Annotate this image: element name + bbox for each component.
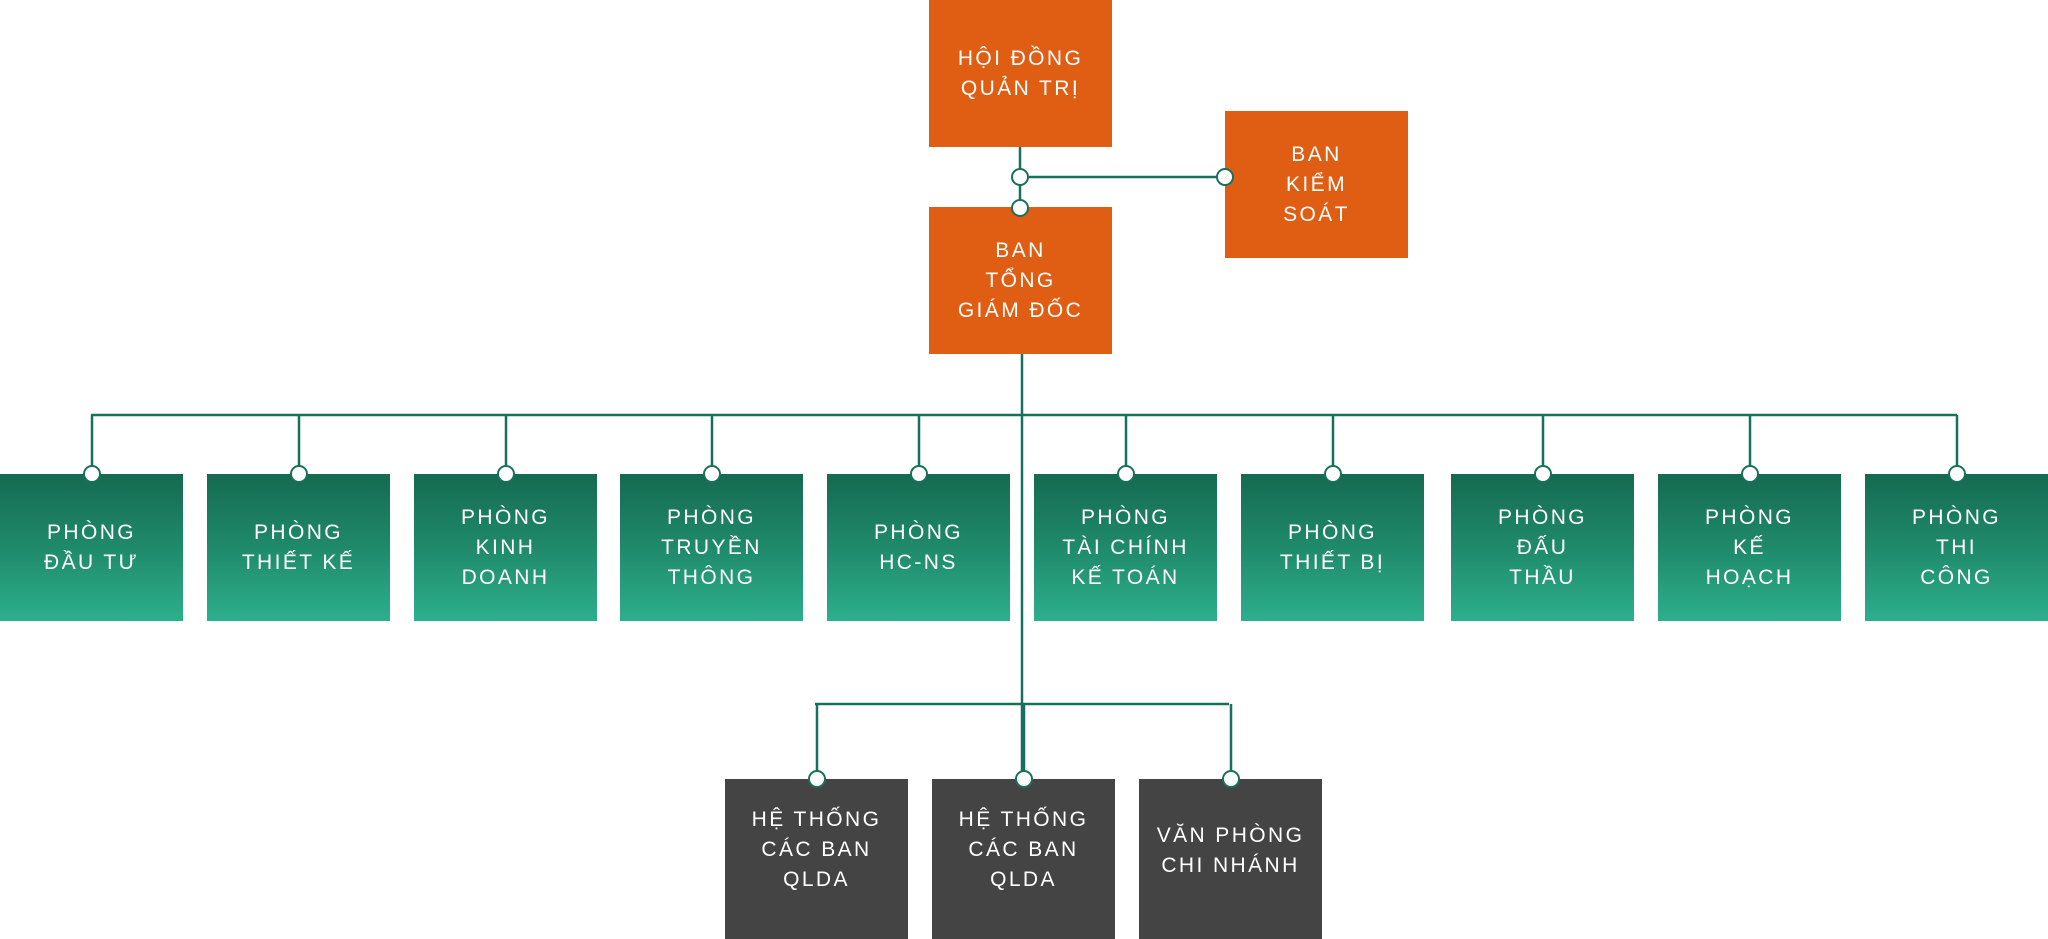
unit-label: HỆ THỐNG CÁC BAN QLDA [751,808,882,891]
department-box[interactable]: PHÒNG KINH DOANH [414,474,597,621]
department-label: PHÒNG ĐẤU THẦU [1497,505,1587,589]
unit-box[interactable]: HỆ THỐNG CÁC BAN QLDA [932,779,1115,939]
department-label: PHÒNG KẾ HOẠCH [1704,505,1794,589]
department-label: PHÒNG THIẾT BỊ [1279,520,1386,574]
unit-label: VĂN PHÒNG CHI NHÁNH [1156,824,1305,877]
department-box[interactable]: PHÒNG THIẾT BỊ [1241,474,1424,621]
connector-node-department [910,465,928,483]
connector-node-supervisory [1216,168,1234,186]
department-box[interactable]: PHÒNG THIẾT KẾ [207,474,390,621]
connector-node-unit [808,770,826,788]
department-label: PHÒNG TRUYỀN THÔNG [661,505,762,589]
department-box[interactable]: PHÒNG TRUYỀN THÔNG [620,474,803,621]
board-of-directors-box[interactable]: HỘI ĐỒNG QUẢN TRỊ [929,0,1112,147]
department-box[interactable]: PHÒNG HC-NS [827,474,1010,621]
department-box[interactable]: PHÒNG TÀI CHÍNH KẾ TOÁN [1034,474,1217,621]
board-of-directors-label: HỘI ĐỒNG QUẢN TRỊ [957,46,1084,100]
connector-node-unit [1015,770,1033,788]
connector-node-department [1117,465,1135,483]
connector-node-department [83,465,101,483]
unit-box[interactable]: VĂN PHÒNG CHI NHÁNH [1139,779,1322,939]
general-directors-label: BAN TỔNG GIÁM ĐỐC [957,238,1084,322]
connector-node-board [1011,168,1029,186]
department-box[interactable]: PHÒNG THI CÔNG [1865,474,2048,621]
department-box[interactable]: PHÒNG ĐẤU THẦU [1451,474,1634,621]
department-label: PHÒNG TÀI CHÍNH KẾ TOÁN [1062,505,1189,589]
connector-node-department [1324,465,1342,483]
connector-node-department [703,465,721,483]
connector-node-department [1534,465,1552,483]
supervisory-board-box[interactable]: BAN KIỂM SOÁT [1225,111,1408,258]
department-label: PHÒNG KINH DOANH [460,505,550,589]
department-box[interactable]: PHÒNG KẾ HOẠCH [1658,474,1841,621]
connector-node-department [497,465,515,483]
supervisory-board-label: BAN KIỂM SOÁT [1283,142,1350,226]
connector-node-department [1741,465,1759,483]
unit-box[interactable]: HỆ THỐNG CÁC BAN QLDA [725,779,908,939]
department-label: PHÒNG HC-NS [873,520,963,574]
general-directors-box[interactable]: BAN TỔNG GIÁM ĐỐC [929,207,1112,354]
department-label: PHÒNG THIẾT KẾ [241,520,356,574]
connector-node-department [290,465,308,483]
department-label: PHÒNG THI CÔNG [1911,505,2001,589]
connector-node-unit [1222,770,1240,788]
department-box[interactable]: PHÒNG ĐẦU TƯ [0,474,183,621]
connector-node-department [1948,465,1966,483]
department-label: PHÒNG ĐẦU TƯ [44,520,139,574]
unit-label: HỆ THỐNG CÁC BAN QLDA [958,808,1089,891]
connector-node-general-directors [1011,199,1029,217]
